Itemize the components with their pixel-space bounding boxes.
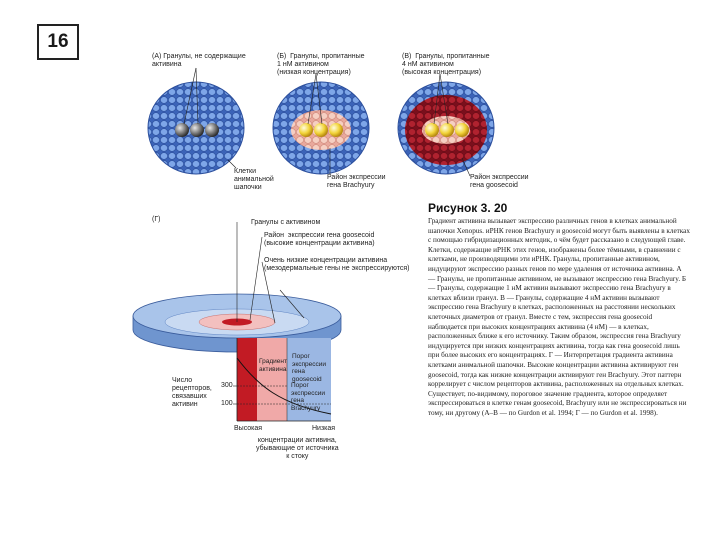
threshold-goosecoid-label: Порог экспрессии гена goosecoid — [292, 353, 326, 383]
gradient-label: Градиент активина — [259, 358, 287, 373]
panel-b-label: (Б) Гранулы, пропитанные 1 нМ активином … — [277, 53, 365, 76]
panel-c-cell-cluster — [397, 73, 495, 177]
x-low-label: Низкая — [312, 425, 336, 432]
panel-d-label: (Г) — [152, 216, 161, 223]
brachyury-zone-label: Район экспрессии гена Brachyury — [327, 174, 386, 189]
panel-a-label: (A) Гранулы, не содержащие активина — [152, 53, 246, 68]
goosecoid-zone-label: Район экспрессии гена goosecoid — [470, 174, 529, 189]
x-high-label: Высокая — [234, 425, 263, 432]
y-tick-300: 300 — [221, 382, 233, 389]
panel-a-cell-cluster — [147, 67, 245, 175]
x-axis-label: концентрации активина, убывающие от исто… — [256, 437, 339, 460]
panel-b-cell-cluster — [272, 73, 370, 175]
threshold-brachyury-label: Порог экспрессии гена Brachyury — [291, 382, 325, 412]
very-low-label: Очень низкие концентрации активина (мезо… — [264, 257, 410, 272]
goosecoid-high-label: Район экспрессии гена goosecoid (высокие… — [264, 232, 375, 247]
panel-c-label: (В) Гранулы, пропитанные 4 нМ активином … — [402, 53, 490, 76]
beads-with-activin-label: Гранулы с активином — [251, 219, 321, 226]
receptor-axis-label: Число рецепторов, связавших активин — [172, 377, 212, 408]
y-tick-100: 100 — [221, 400, 233, 407]
animal-cap-cells-label: Клетки анимальной шапочки — [234, 168, 274, 191]
slide-number: 16 — [37, 24, 79, 60]
figure-title: Рисунок 3. 20 — [428, 201, 508, 215]
figure-caption: Градиент активина вызывает экспрессию ра… — [428, 217, 690, 417]
panel-d-graph — [233, 338, 332, 422]
